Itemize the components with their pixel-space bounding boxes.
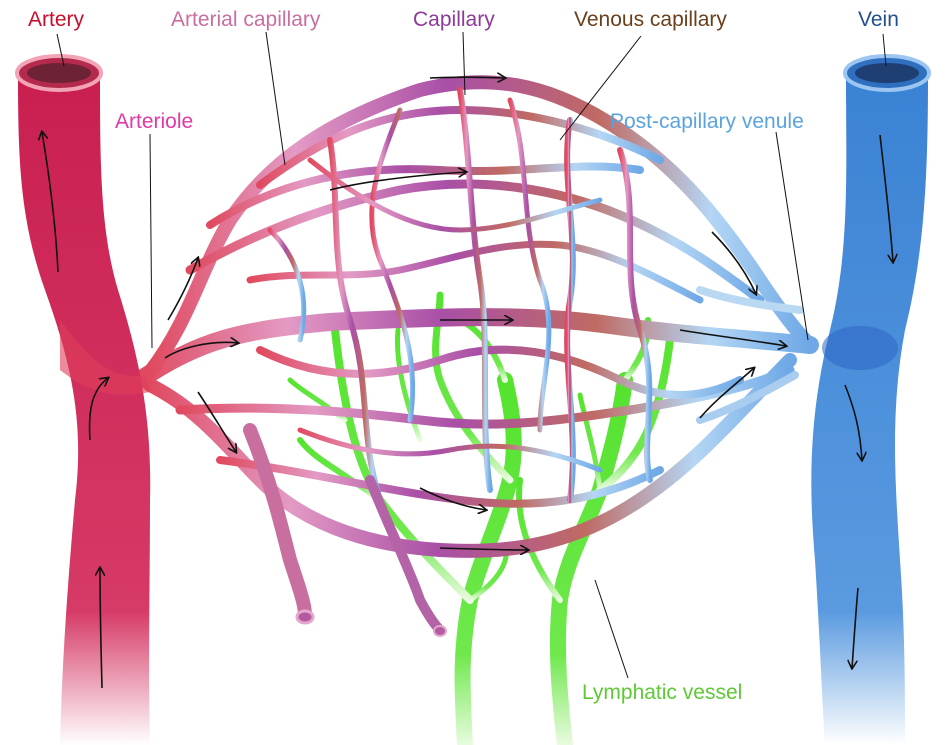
label-artery: Artery — [28, 8, 85, 31]
capillary-network — [131, 75, 819, 635]
label-vein: Vein — [858, 8, 899, 31]
label-arteriole: Arteriole — [115, 110, 193, 133]
leader-lines — [56, 31, 887, 679]
label-capillary: Capillary — [413, 8, 495, 31]
vein-vessel — [811, 54, 931, 745]
label-arterial-capillary: Arterial capillary — [171, 8, 321, 31]
label-post-capillary-venule: Post-capillary venule — [610, 110, 804, 133]
label-lymphatic-vessel: Lymphatic vessel — [582, 681, 742, 704]
label-venous-capillary: Venous capillary — [574, 8, 727, 31]
cut-capillary-end — [295, 609, 315, 625]
cut-capillary-end — [433, 625, 447, 637]
flow-arrows — [42, 77, 893, 689]
labels: Artery Arterial capillary Capillary Veno… — [28, 8, 899, 704]
artery-vessel — [15, 54, 151, 745]
